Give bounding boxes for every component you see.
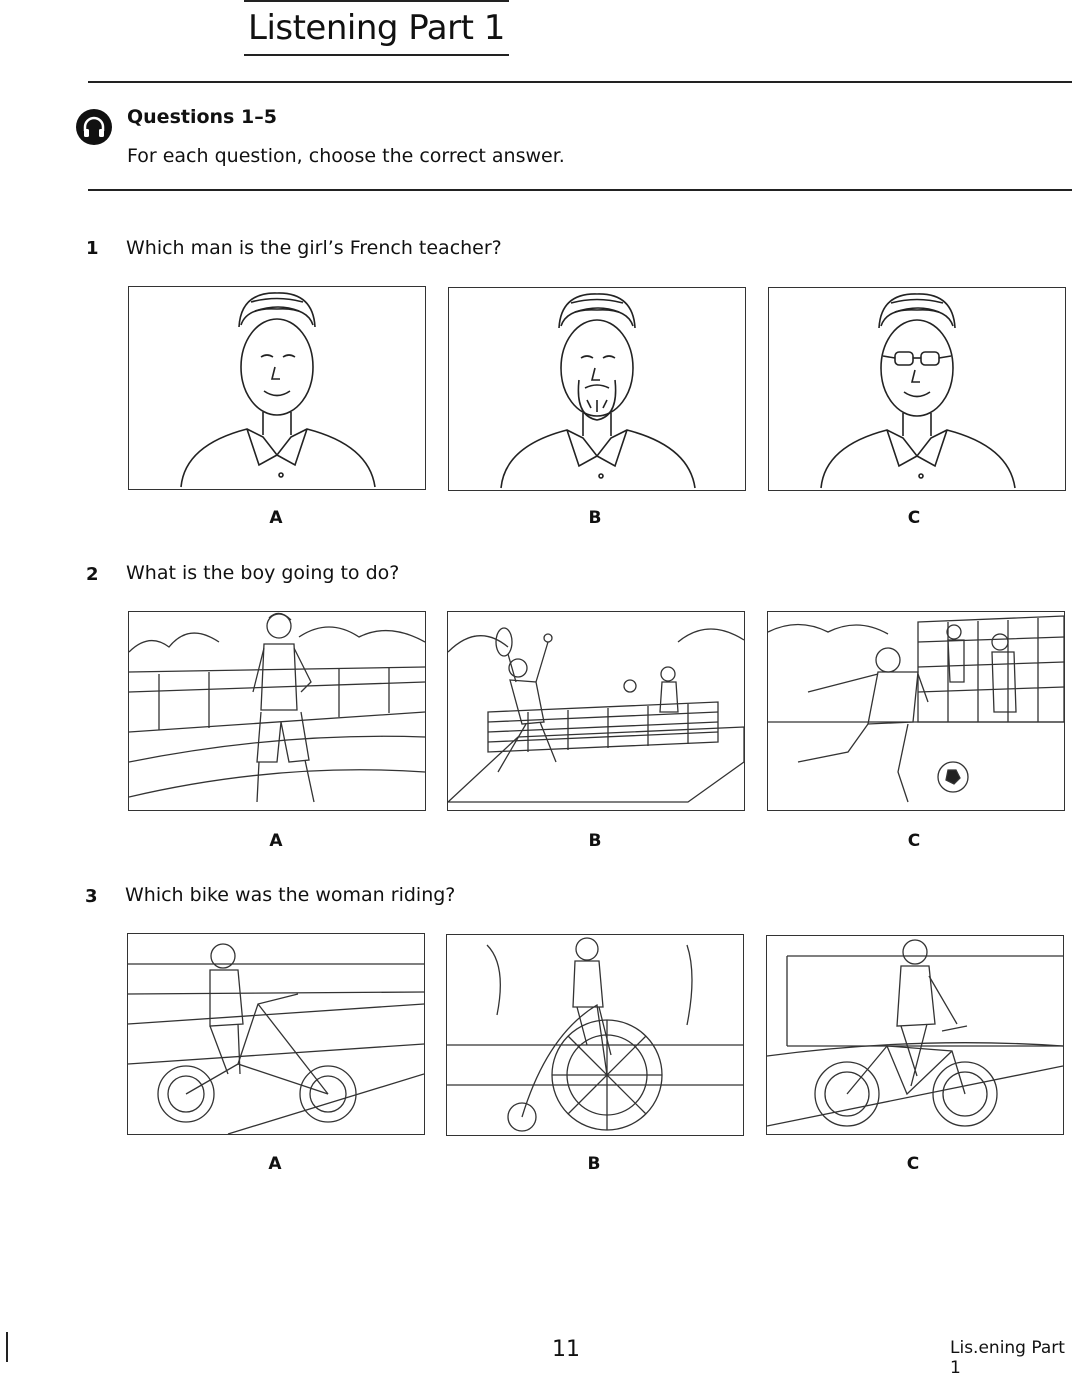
question-3-number: 3	[85, 886, 98, 907]
q2-option-b-image[interactable]	[447, 611, 745, 811]
bottom-divider	[88, 189, 1072, 191]
q2-option-b-label: B	[588, 831, 602, 851]
q1-option-c-label: C	[907, 508, 921, 528]
q3-option-a-image[interactable]	[127, 933, 425, 1135]
headphones-icon	[76, 109, 112, 145]
q2-option-c-label: C	[907, 831, 921, 851]
page-edge-mark	[6, 1332, 8, 1362]
page-title: Listening Part 1	[244, 0, 509, 56]
q1-option-b-image[interactable]	[448, 287, 746, 491]
question-1-text: Which man is the girl’s French teacher?	[126, 237, 502, 259]
q2-option-a-label: A	[269, 831, 283, 851]
q1-option-b-label: B	[588, 508, 602, 528]
instructions-text: For each question, choose the correct an…	[127, 145, 565, 167]
question-2-number: 2	[86, 564, 99, 585]
page-number: 11	[552, 1337, 580, 1362]
question-1-number: 1	[86, 238, 99, 259]
q1-option-c-image[interactable]	[768, 287, 1066, 491]
q3-option-b-label: B	[587, 1154, 601, 1174]
question-2-text: What is the boy going to do?	[126, 562, 400, 584]
q2-option-a-image[interactable]	[128, 611, 426, 811]
questions-heading: Questions 1–5	[127, 106, 277, 128]
q3-option-a-label: A	[268, 1154, 282, 1174]
q3-option-c-image[interactable]	[766, 935, 1064, 1135]
top-divider	[88, 81, 1072, 83]
q3-option-c-label: C	[906, 1154, 920, 1174]
footer-section-label: Lis.ening Part 1	[950, 1338, 1065, 1378]
q3-option-b-image[interactable]	[446, 934, 744, 1136]
q1-option-a-image[interactable]	[128, 286, 426, 490]
q2-option-c-image[interactable]	[767, 611, 1065, 811]
question-3-text: Which bike was the woman riding?	[125, 884, 456, 906]
q1-option-a-label: A	[269, 508, 283, 528]
